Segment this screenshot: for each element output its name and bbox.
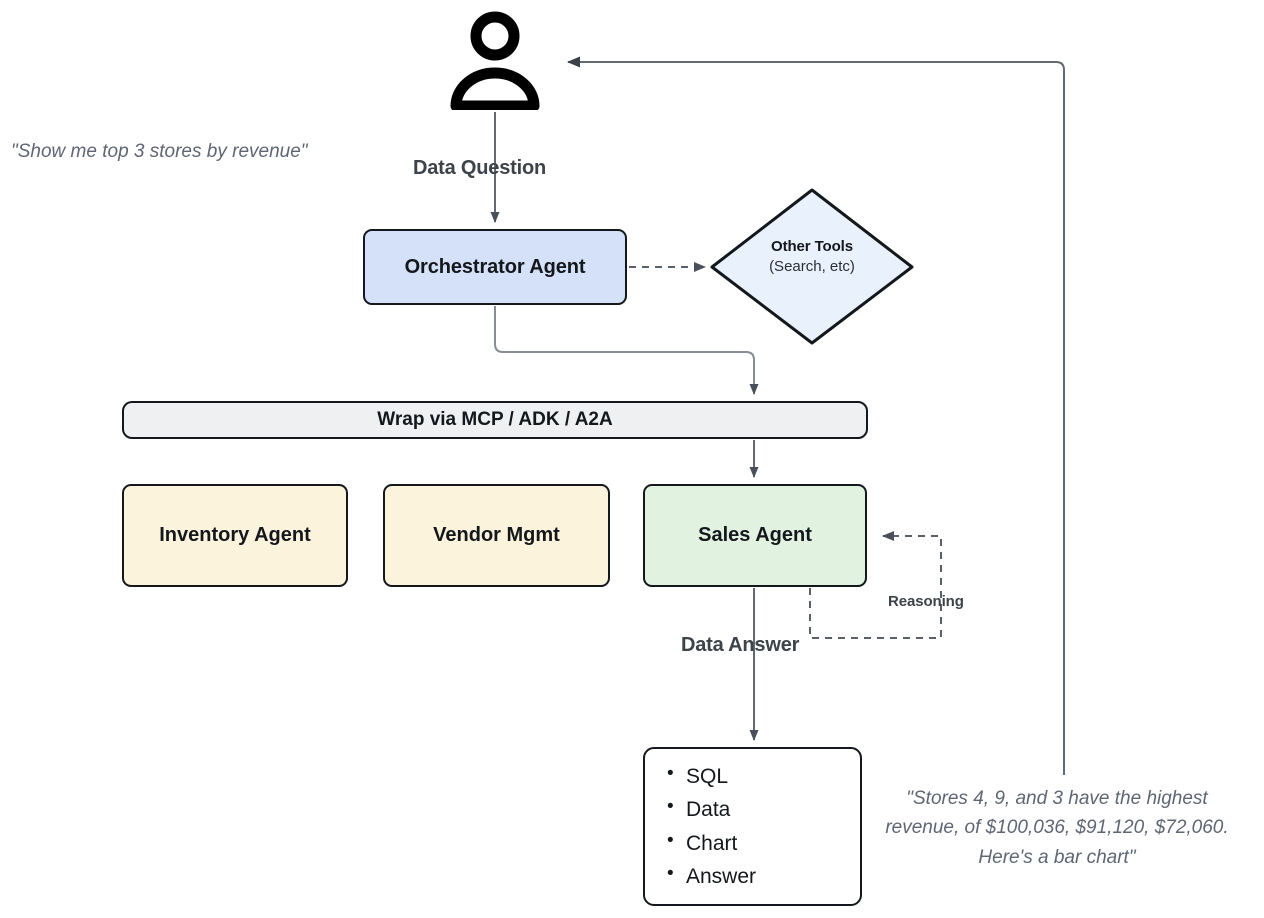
node-vendor-mgmt[interactable]: Vendor Mgmt: [383, 484, 610, 587]
list-item: Chart: [667, 825, 756, 860]
node-sales-agent[interactable]: Sales Agent: [643, 484, 867, 587]
answer-artifact-list: SQL Data Chart Answer: [667, 759, 756, 893]
node-other-tools-label: Other Tools (Search, etc): [712, 237, 912, 277]
edge-label-data-question: Data Question: [413, 157, 546, 179]
node-other-tools-shape: [710, 188, 914, 345]
edge-label-reasoning: Reasoning: [888, 593, 964, 610]
list-item: Answer: [667, 859, 756, 893]
list-item: Data: [667, 792, 756, 826]
node-wrap-layer[interactable]: Wrap via MCP / ADK / A2A: [122, 401, 868, 439]
node-inventory-label: Inventory Agent: [159, 524, 311, 546]
node-answer-artifacts[interactable]: SQL Data Chart Answer: [643, 747, 862, 906]
node-wrap-label: Wrap via MCP / ADK / A2A: [377, 409, 613, 430]
result-answer-quote: "Stores 4, 9, and 3 have the highest rev…: [885, 788, 1229, 868]
list-item: SQL: [667, 759, 756, 793]
edge-orchestrator-to-wrap: [494, 306, 759, 395]
user-question-quote: "Show me top 3 stores by revenue": [11, 141, 308, 162]
node-orchestrator-agent[interactable]: Orchestrator Agent: [363, 229, 627, 305]
other-tools-subtitle: (Search, etc): [769, 257, 855, 275]
edge-label-data-answer: Data Answer: [681, 634, 800, 656]
user-icon: [450, 11, 540, 110]
other-tools-title: Other Tools: [771, 238, 853, 255]
node-orchestrator-label: Orchestrator Agent: [404, 255, 586, 278]
node-sales-label: Sales Agent: [698, 524, 812, 546]
node-vendor-label: Vendor Mgmt: [433, 524, 560, 546]
node-inventory-agent[interactable]: Inventory Agent: [122, 484, 348, 587]
